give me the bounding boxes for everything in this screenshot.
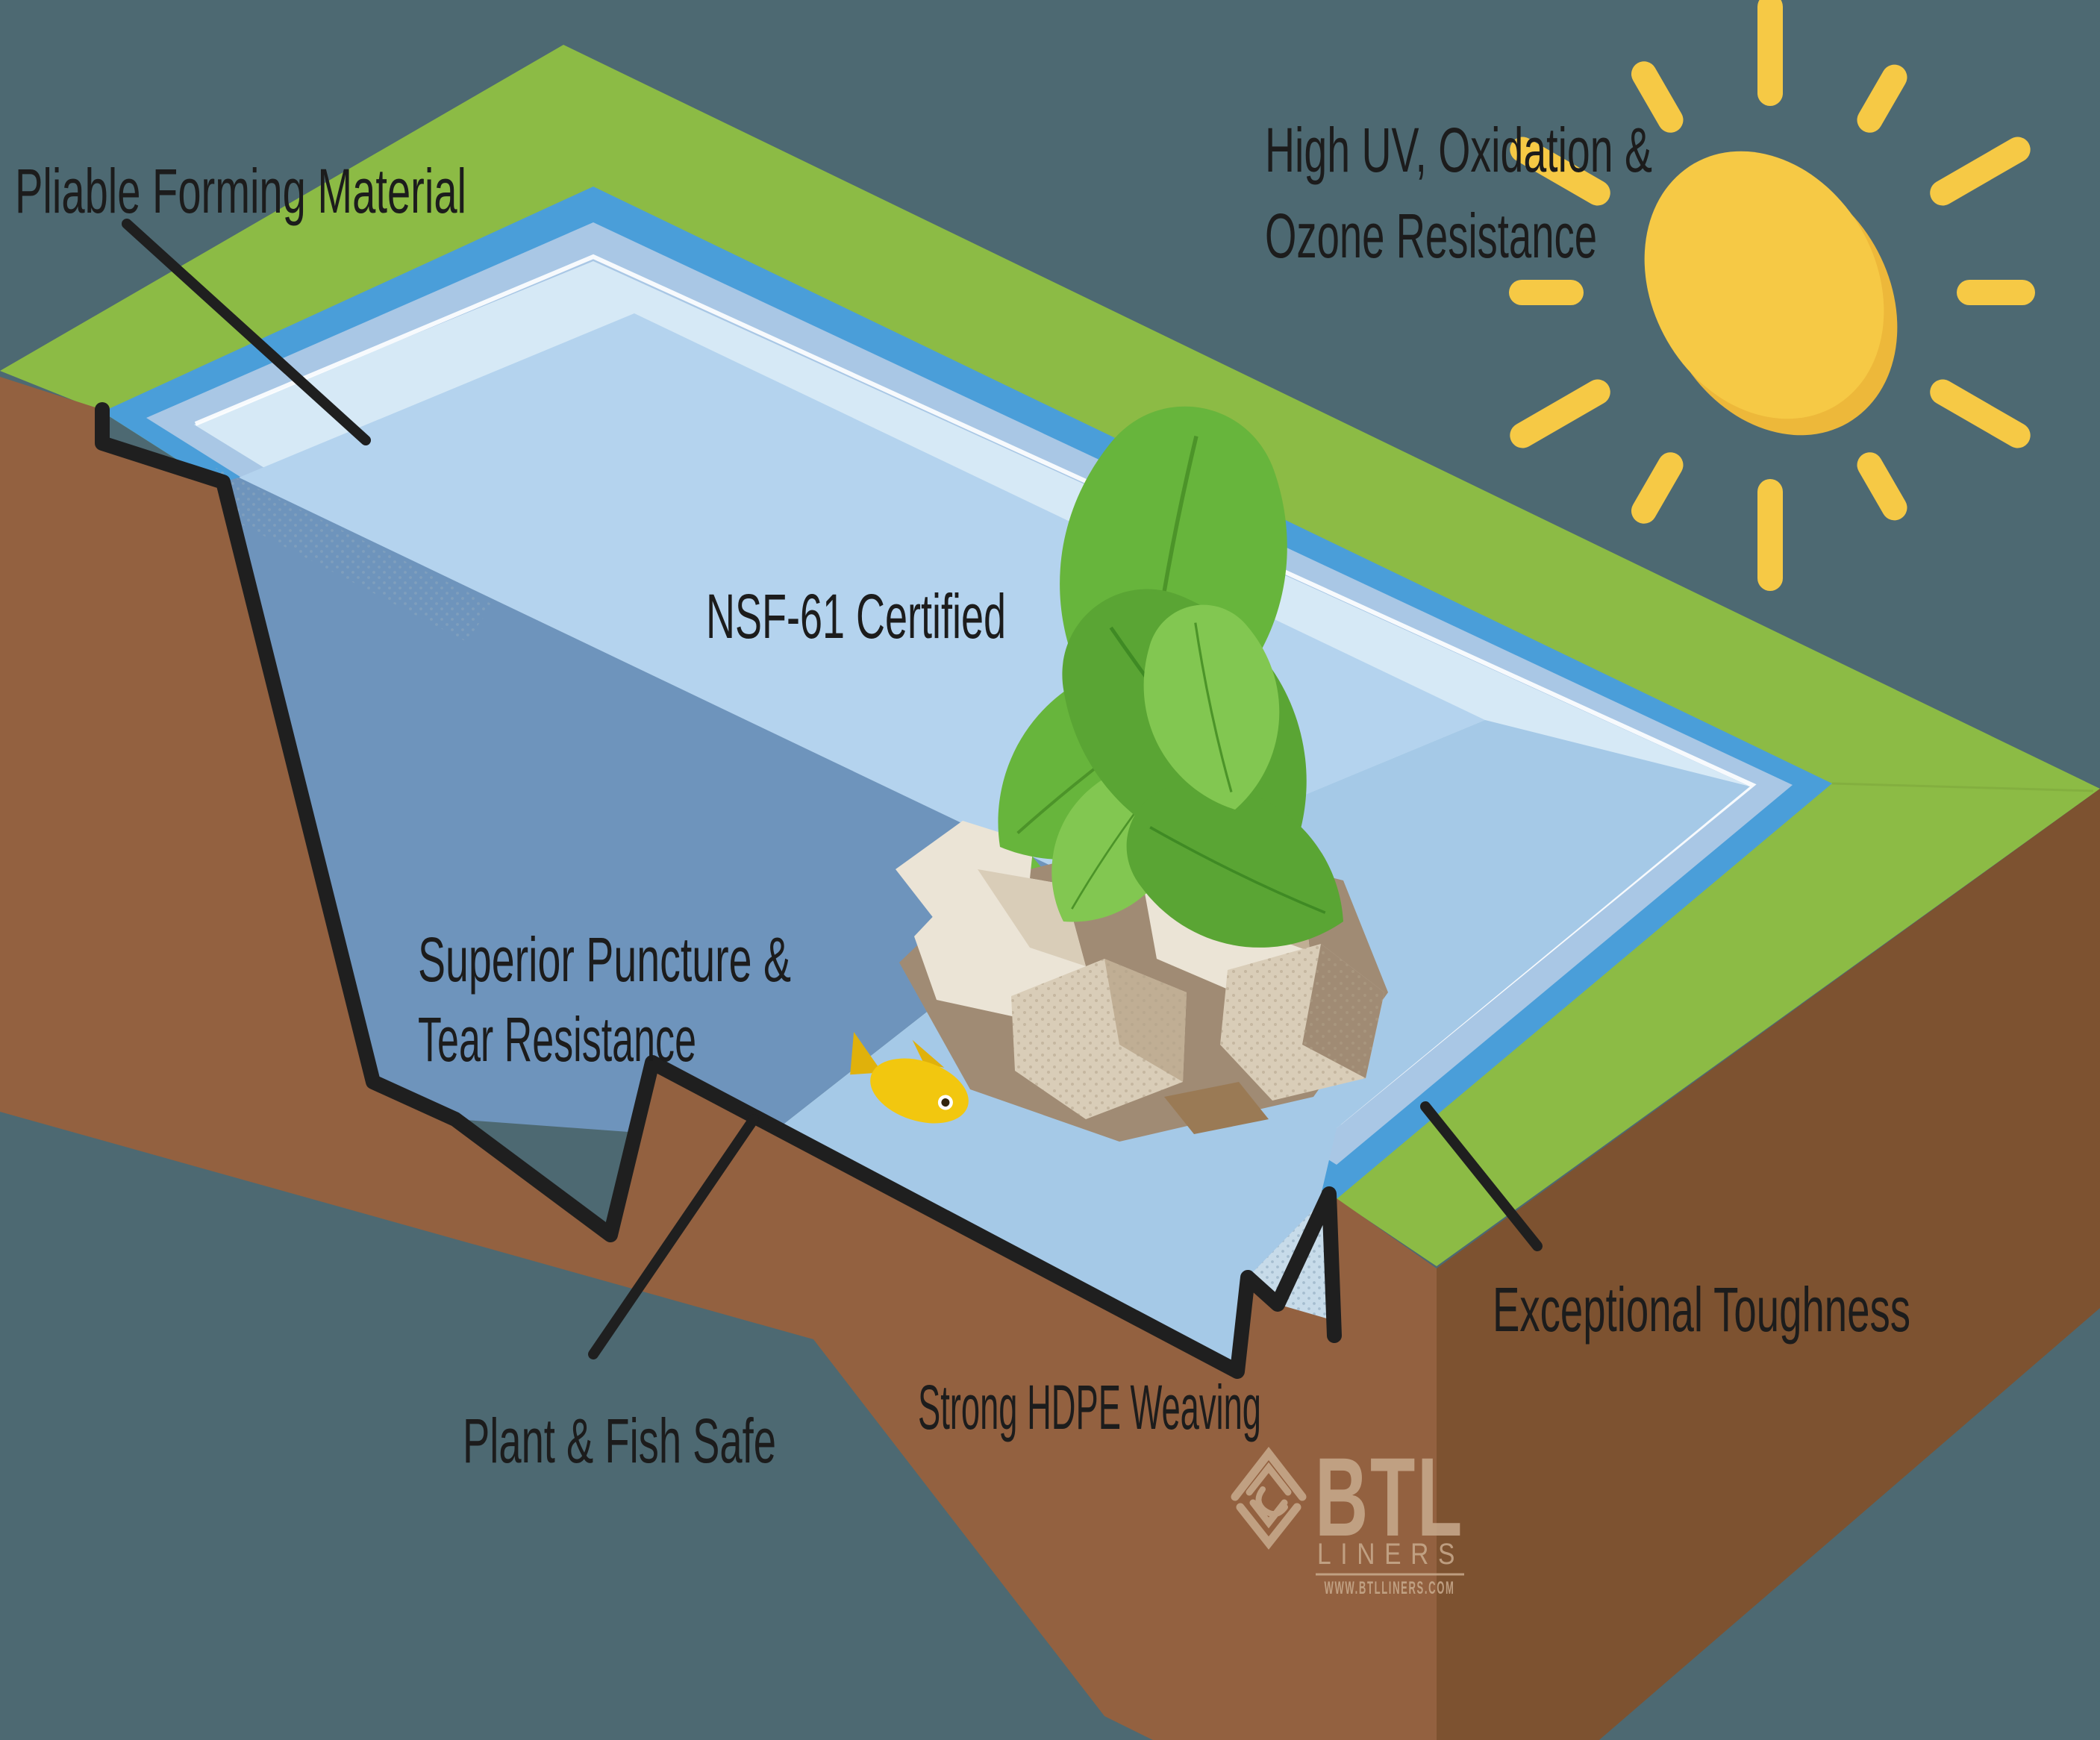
sun-disc	[1644, 151, 1884, 419]
brand-name: BTL	[1315, 1434, 1464, 1559]
label-nsf-certified: NSF-61 Certified	[706, 581, 1006, 651]
dirt-left-face	[0, 377, 1437, 1740]
brand-logo: BTL LINERS WWW.BTLLINERS.COM	[1231, 1434, 1464, 1598]
label-high-uv-line1: High UV, Oxidation &	[1265, 115, 1652, 185]
pond-deep-wall	[223, 478, 1090, 1142]
liner-texture-patch	[198, 466, 493, 642]
labels: Pliable Forming Material High UV, Oxidat…	[15, 115, 1910, 1476]
leader-lines	[122, 219, 1543, 1359]
fish-icon	[850, 1031, 969, 1124]
label-strong-hdpe-weaving: Strong HDPE Weaving	[918, 1372, 1261, 1442]
leaf-icon	[1100, 751, 1376, 989]
label-superior-line2: Tear Resistance	[418, 1004, 696, 1074]
leader-plant-fish	[588, 1114, 759, 1359]
brand-mark-icon	[1231, 1447, 1307, 1550]
brand-website: WWW.BTLLINERS.COM	[1325, 1578, 1455, 1598]
leaf-icon	[1126, 592, 1301, 824]
label-pliable-forming-material: Pliable Forming Material	[15, 156, 466, 226]
sun-rays	[1509, 0, 2035, 591]
liner-cut-outline	[95, 402, 1342, 1379]
leader-exceptional	[1420, 1101, 1543, 1251]
leader-pliable	[122, 219, 371, 445]
grass-seam	[1831, 782, 2094, 792]
label-exceptional-toughness: Exceptional Toughness	[1493, 1274, 1910, 1345]
label-superior-line1: Superior Puncture &	[418, 924, 791, 995]
brand-subtitle: LINERS	[1317, 1538, 1464, 1571]
plant-leaves	[949, 388, 1376, 989]
sun-icon	[1509, 0, 2035, 591]
dirt-right-face	[1437, 789, 2100, 1740]
label-plant-fish-safe: Plant & Fish Safe	[463, 1406, 776, 1476]
label-high-uv-line2: Ozone Resistance	[1265, 201, 1597, 271]
